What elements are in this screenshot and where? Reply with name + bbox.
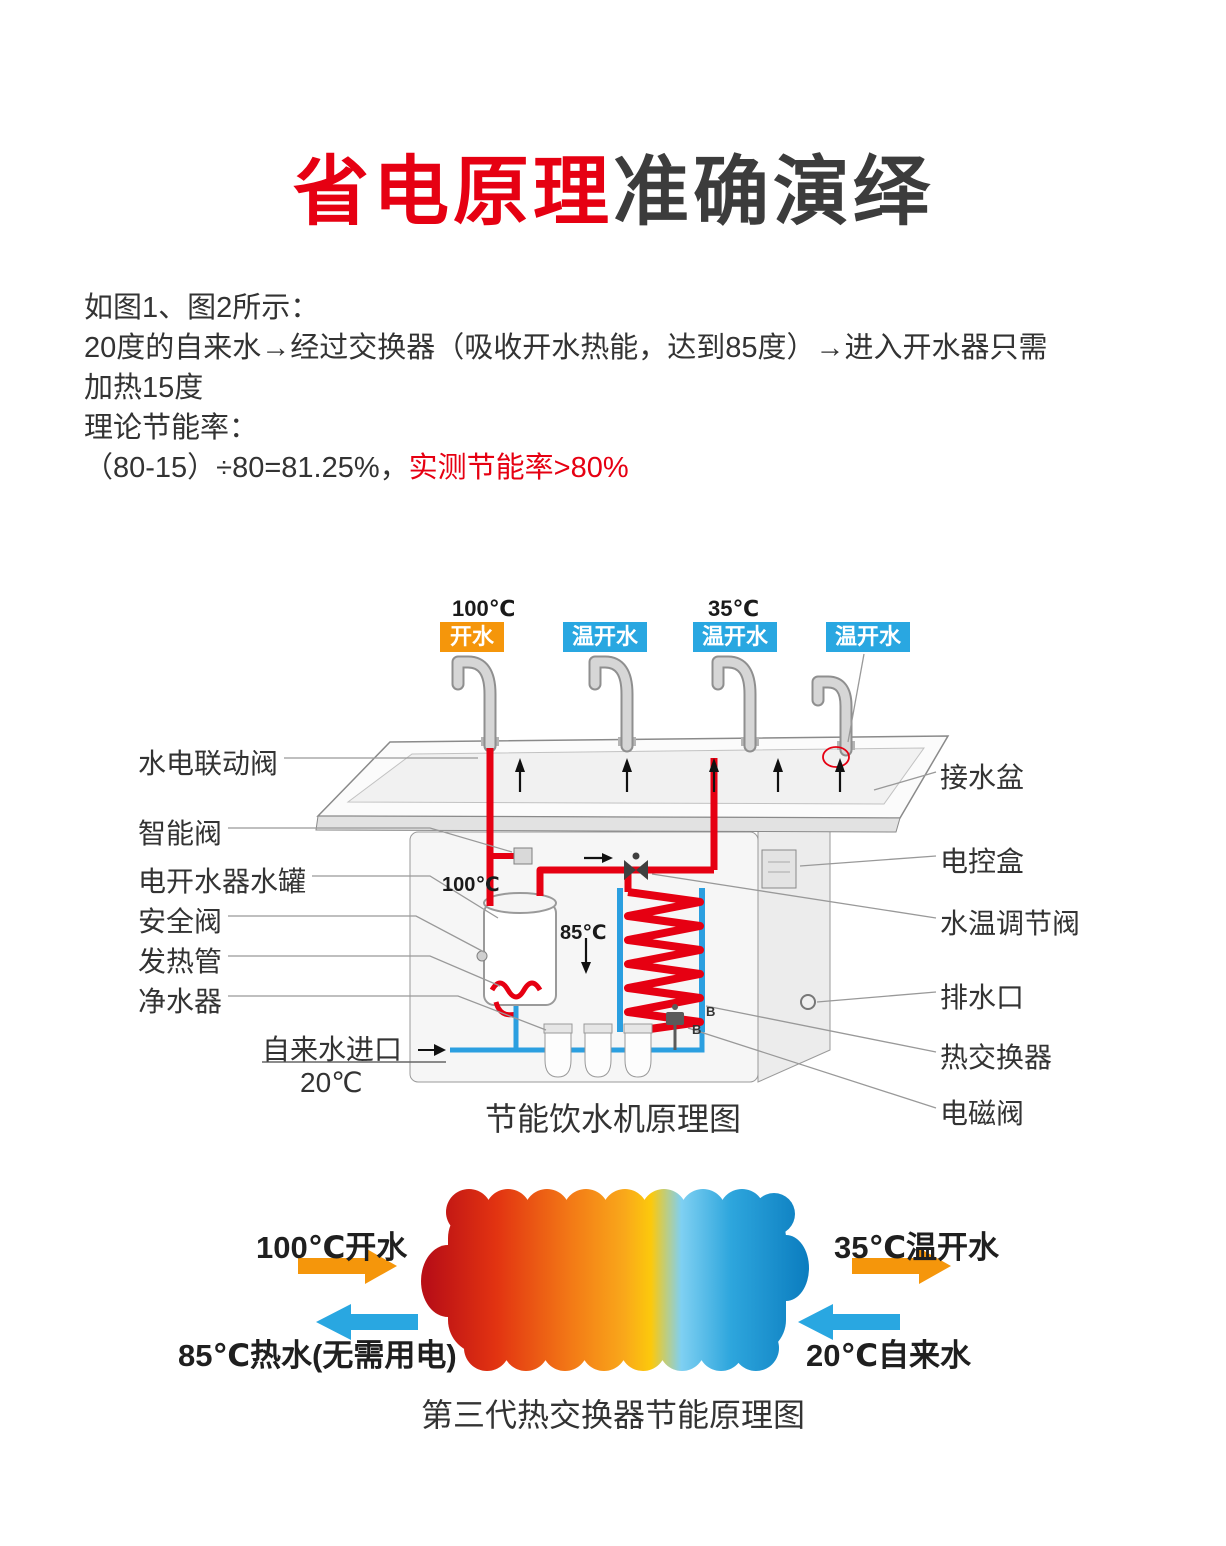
- exchanger-caption: 第三代热交换器节能原理图: [420, 1397, 805, 1433]
- badge-warm-water-3: 温开水: [826, 622, 910, 652]
- coil-mark-b2: B: [692, 1022, 702, 1037]
- drain-icon: [800, 994, 816, 1010]
- label-heat-exchanger: 热交换器: [940, 1042, 1053, 1073]
- exchanger-label-hot-out: 85℃热水(无需用电): [178, 1338, 457, 1373]
- label-tank: 电开水器水罐: [138, 866, 307, 897]
- exchanger-label-tap-in: 20℃自来水: [806, 1338, 972, 1373]
- label-control-box: 电控盒: [940, 846, 1025, 877]
- label-temp-adjust-valve: 水温调节阀: [940, 908, 1081, 939]
- label-solenoid-valve: 电磁阀: [940, 1098, 1025, 1129]
- tank-temp-label: 100℃: [442, 874, 500, 896]
- cold-pipe: [450, 888, 705, 1053]
- badge-boiling-water: 开水: [440, 622, 504, 652]
- arrow-in-boiling: [298, 1248, 397, 1284]
- temp-adjust-valve-icon: [624, 852, 648, 880]
- arrow-out-warm: [852, 1248, 951, 1284]
- label-drain: 排水口: [940, 982, 1025, 1013]
- temp-100-label: 100℃: [452, 596, 516, 621]
- label-drip-tray: 接水盆: [940, 762, 1025, 793]
- formula-text: （80-15）÷80=81.25%，: [84, 452, 409, 485]
- smart-valve-icon: [513, 847, 533, 865]
- label-heating-tube: 发热管: [138, 946, 223, 977]
- label-purifier: 净水器: [138, 986, 223, 1017]
- exchange-temp-label: 85℃: [560, 922, 607, 944]
- label-safety-valve: 安全阀: [138, 906, 223, 937]
- coil-mark-b1: B: [706, 1004, 716, 1019]
- exchanger-label-boiling-in: 100℃开水: [256, 1230, 408, 1265]
- intro-line-2: 20度的自来水→经过交换器（吸收开水热能，达到85度）→进入开水器只需加热15度: [84, 332, 1048, 405]
- control-box-icon: [761, 849, 797, 889]
- exchanger-label-warm-out: 35℃温开水: [834, 1230, 1000, 1265]
- heating-tube-icon: [489, 980, 543, 1000]
- temp-35-label: 35℃: [708, 596, 760, 621]
- faucet-marker-circle: [822, 746, 850, 768]
- arrow-in-tap: [798, 1304, 900, 1340]
- arrow-out-hot: [316, 1304, 418, 1340]
- rate-label: 理论节能率：: [84, 412, 259, 445]
- intro-line-1: 如图1、图2所示：: [84, 292, 320, 324]
- flow-arrows: [418, 758, 845, 1056]
- label-inlet: 自来水进口: [262, 1034, 403, 1065]
- exchanger-flow-arrows: [298, 1248, 951, 1340]
- callout-lines: [228, 653, 937, 1109]
- badge-warm-water-2: 温开水: [693, 622, 777, 652]
- page-title: 省电原理准确演绎: [0, 130, 1226, 240]
- machine-caption: 节能饮水机原理图: [484, 1101, 741, 1137]
- title-highlight: 省电原理: [293, 150, 613, 235]
- faucet-icons: [451, 655, 855, 768]
- label-smart-valve: 智能阀: [138, 818, 223, 849]
- intro-text: 如图1、图2所示： 20度的自来水→经过交换器（吸收开水热能，达到85度）→进入…: [84, 288, 1064, 488]
- label-linkage-valve: 水电联动阀: [138, 748, 279, 779]
- title-rest: 准确演绎: [613, 150, 933, 235]
- purifier-icons: [543, 1023, 653, 1078]
- label-inlet-temp: 20℃: [300, 1067, 363, 1098]
- tank: [476, 892, 557, 1018]
- measured-rate: 实测节能率>80%: [408, 452, 629, 485]
- safety-valve-icon: [476, 950, 488, 962]
- rate-formula: （80-15）÷80=81.25%，实测节能率>80%: [84, 448, 1064, 488]
- heat-exchanger-illustration: [421, 1189, 809, 1371]
- solenoid-valve-icon: [666, 1004, 684, 1050]
- drip-tray: [315, 735, 950, 833]
- heat-exchanger-coil-icon: [624, 888, 704, 1036]
- badge-warm-water-1: 温开水: [563, 622, 647, 652]
